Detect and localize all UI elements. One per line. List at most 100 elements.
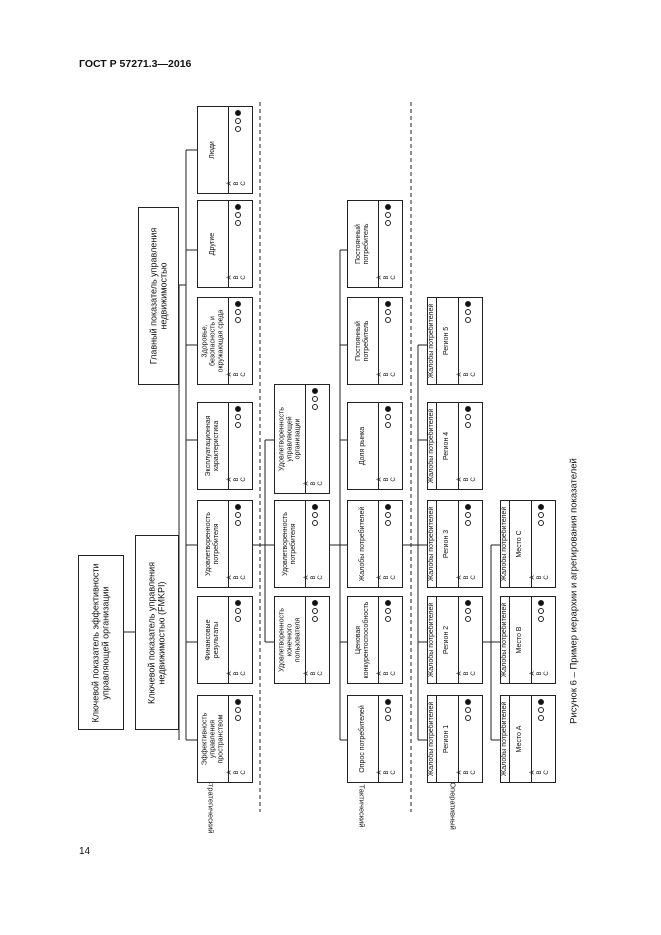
card-divider [509, 501, 510, 587]
rating-letter: A [377, 671, 383, 676]
rating-letter: A [457, 477, 463, 482]
card-divider [378, 403, 379, 489]
rating-letter: B [234, 372, 240, 377]
rating-letter: B [234, 181, 240, 186]
rating-letter: C [544, 671, 550, 676]
document-header: ГОСТ Р 57271.3—2016 [79, 58, 192, 70]
card-title: Доля рынка [359, 426, 367, 466]
rating-dot-filled-icon [385, 301, 391, 307]
rating-dot-empty-icon [235, 414, 241, 420]
rating-letter: A [227, 477, 233, 482]
rating-letter: C [391, 671, 397, 676]
rating-letter: C [241, 477, 247, 482]
rating-letter: A [377, 575, 383, 580]
rating-dot-empty-icon [385, 414, 391, 420]
rating-dot-empty-icon [538, 608, 544, 614]
card-divider [228, 403, 229, 489]
rating-dots [227, 110, 250, 138]
rating-dot-empty-icon [538, 715, 544, 721]
card-subtitle: Место A [516, 725, 524, 753]
rating-letter: B [311, 671, 317, 676]
rating-dot-empty-icon [235, 317, 241, 323]
rating-dots [530, 504, 553, 532]
card-divider [228, 201, 229, 287]
card-divider [436, 696, 437, 782]
rating-dot-empty-icon [235, 126, 241, 132]
card-title-area: Эффективность управления пространством [198, 696, 228, 782]
card-title-area: Жалобы потребителей [428, 501, 436, 587]
card-divider [509, 597, 510, 683]
card-divider [458, 403, 459, 489]
rating-dots [227, 699, 250, 727]
card-divider [436, 298, 437, 384]
card-title: Жалобы потребителей [428, 408, 436, 484]
org-kpi-box: Ключевой показатель эффективности управл… [78, 555, 124, 730]
rating-letter: B [537, 770, 543, 775]
rating-dot-empty-icon [385, 512, 391, 518]
rating-letter: C [318, 481, 324, 486]
rating-letter: A [304, 671, 310, 676]
card-title-area: Эксплуатационная характеристика [198, 403, 228, 489]
rating-letter: A [530, 575, 536, 580]
rating-dot-filled-icon [538, 699, 544, 705]
rating-letter: C [391, 477, 397, 482]
rating-dots [377, 699, 400, 727]
card-title-area: Жалобы потребителей [428, 696, 436, 782]
rating-dot-empty-icon [465, 512, 471, 518]
rating-dot-empty-icon [465, 414, 471, 420]
card-divider [378, 201, 379, 287]
card-subtitle-area: Место A [509, 696, 531, 782]
rating-letter: C [241, 575, 247, 580]
card-divider [378, 298, 379, 384]
card-title-area: Жалобы потребителей [501, 696, 509, 782]
rating-dot-empty-icon [235, 715, 241, 721]
rating-dot-empty-icon [312, 404, 318, 410]
rating-dots [377, 600, 400, 628]
rating-letter: B [384, 477, 390, 482]
rating-dots [304, 504, 327, 532]
card-title-area: Жалобы потребителей [428, 403, 436, 489]
rating-dot-empty-icon [385, 317, 391, 323]
card-divider [305, 597, 306, 683]
rating-dot-empty-icon [235, 212, 241, 218]
rating-dot-filled-icon [465, 600, 471, 606]
rating-dots [530, 600, 553, 628]
rating-dot-empty-icon [235, 422, 241, 428]
rating-letter: B [234, 575, 240, 580]
rating-dot-filled-icon [235, 504, 241, 510]
rating-letter: C [544, 575, 550, 580]
rating-letter: C [471, 575, 477, 580]
card-divider [458, 597, 459, 683]
rating-letter: B [537, 575, 543, 580]
rating-dot-filled-icon [235, 406, 241, 412]
rating-letter: A [227, 671, 233, 676]
card-title: Здоровье, безопасность и окружающая сред… [201, 309, 224, 373]
rating-dot-empty-icon [235, 707, 241, 713]
rating-letter: A [377, 770, 383, 775]
rating-dot-empty-icon [465, 616, 471, 622]
card-title-area: Постоянный потребитель [348, 298, 378, 384]
rating-dot-empty-icon [385, 422, 391, 428]
rating-letter: C [241, 372, 247, 377]
card-divider [436, 501, 437, 587]
